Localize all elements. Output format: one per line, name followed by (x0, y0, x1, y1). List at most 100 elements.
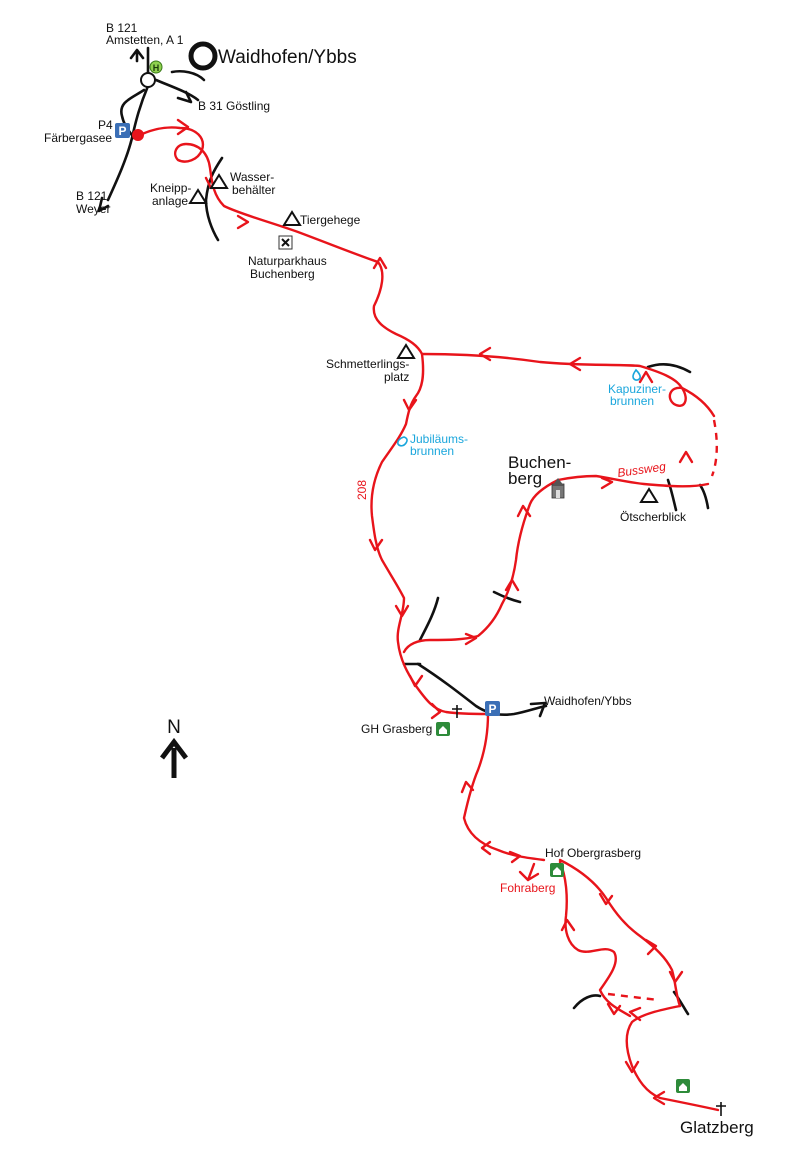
road-junction-north (418, 596, 440, 642)
label-buchenberg-1: Buchen- (508, 453, 571, 472)
viewpoint-triangle-icon (282, 210, 302, 226)
route-arrow (176, 118, 190, 136)
route-arrow (606, 1002, 622, 1016)
route-arrow (516, 504, 532, 518)
viewpoint-triangle-icon (209, 173, 229, 189)
route-arrow (628, 1006, 642, 1022)
naturparkhaus-icon (278, 235, 293, 250)
road-oetscher-east (698, 483, 710, 510)
label-b31: B 31 Göstling (198, 99, 270, 113)
fohraberg-arrow (518, 862, 540, 882)
road-loop-west (120, 88, 146, 140)
viewpoint-triangle-icon (396, 343, 416, 359)
route-segment-obergrasberg-east (558, 858, 682, 1008)
route-arrow (430, 702, 442, 720)
route-segment-main-south (370, 352, 546, 862)
route-arrow (508, 850, 522, 864)
label-b121-top-2: Amstetten, A 1 (106, 33, 184, 47)
label-fohraberg: Fohraberg (500, 881, 555, 895)
label-wasser-1: Wasser- (230, 170, 274, 184)
label-schmetterling-1: Schmetterlings- (326, 357, 409, 371)
road-north-arc (170, 69, 206, 82)
label-jubilaeum-1: Jubiläums- (410, 432, 468, 446)
label-gh-grasberg: GH Grasberg (361, 722, 432, 736)
label-route-number: 208 (355, 480, 369, 500)
bus-stop-icon: H (149, 60, 163, 74)
svg-text:H: H (153, 63, 160, 73)
route-arrow (478, 346, 492, 362)
town-circle-icon (188, 41, 218, 71)
route-arrow (638, 370, 654, 384)
road-grasberg (416, 662, 548, 717)
route-segment-east-return (402, 474, 710, 654)
route (136, 126, 720, 1112)
road-wasser (204, 156, 224, 242)
route-arrow (568, 356, 582, 372)
road-junction-east (492, 590, 522, 604)
route-segment-obergrasberg-west (558, 860, 632, 1018)
route-segment-north-east (420, 352, 716, 418)
route-arrow (504, 578, 520, 592)
label-kapuziner-1: Kapuziner- (608, 382, 666, 396)
route-arrow (600, 476, 614, 490)
route-segment-start-loop (136, 126, 424, 356)
label-glatzberg: Glatzberg (680, 1118, 754, 1137)
chapel-icon (551, 478, 565, 499)
roundabout (140, 72, 156, 88)
road-south-west (572, 994, 602, 1010)
route-arrow (460, 780, 475, 794)
label-tiergehege: Tiergehege (300, 213, 361, 227)
label-naturpark-1: Naturparkhaus (248, 254, 327, 268)
svg-text:P: P (488, 702, 496, 716)
route-arrow (598, 892, 614, 906)
route-arrow (668, 970, 684, 984)
road-oetscherblick (666, 478, 678, 512)
svg-text:P: P (118, 124, 126, 138)
route-dashed-east (710, 419, 718, 477)
map-title: Waidhofen/Ybbs (218, 47, 357, 68)
label-b121-bottom-2: Weyer (76, 202, 110, 216)
label-oetscherblick: Ötscherblick (620, 510, 687, 524)
parking-icon: P (115, 123, 130, 138)
label-schmetterling-2: platz (384, 370, 409, 384)
label-p4-1: P4 (98, 118, 113, 132)
road-b121-south (106, 84, 150, 202)
north-arrow: N (160, 717, 188, 778)
road-b31 (154, 78, 200, 102)
road-b121-north-arrow (129, 48, 145, 63)
route-segment-glatzberg-loop (625, 1004, 720, 1112)
viewpoint-triangle-icon (639, 487, 659, 503)
label-wasser-2: behälter (232, 183, 275, 197)
route-arrow (678, 450, 694, 464)
route-arrow (236, 214, 250, 230)
route-arrow (560, 918, 576, 932)
route-arrow (408, 674, 424, 688)
route-arrow (652, 1090, 666, 1106)
label-kapuziner-2: brunnen (610, 394, 654, 408)
road-grasberg-arrow (529, 701, 547, 718)
route-arrow (480, 840, 492, 856)
inn-icon (436, 722, 450, 736)
label-b121-top-1: B 121 (106, 21, 138, 35)
route-arrow (624, 1060, 640, 1074)
route-arrow (464, 632, 478, 646)
label-naturpark-2: Buchenberg (250, 267, 315, 281)
label-jubilaeum-2: brunnen (410, 444, 454, 458)
route-arrow (394, 604, 410, 618)
route-arrow (368, 538, 384, 552)
route-arrow (644, 938, 658, 956)
roads (97, 46, 710, 1016)
route-arrow (372, 256, 388, 270)
road-b121-south-arrow (97, 196, 110, 213)
label-hof-obergrasberg: Hof Obergrasberg (545, 846, 641, 860)
label-b121-bottom-1: B 121 (76, 189, 108, 203)
label-kneipp-1: Kneipp- (150, 181, 191, 195)
route-arrow (402, 398, 418, 412)
start-point-icon (132, 129, 144, 141)
label-kneipp-2: anlage (152, 194, 188, 208)
cross-icon (452, 705, 462, 718)
road-south-east (672, 990, 690, 1016)
cross-icon (716, 1102, 726, 1116)
label-buchenberg-2: berg (508, 469, 542, 488)
